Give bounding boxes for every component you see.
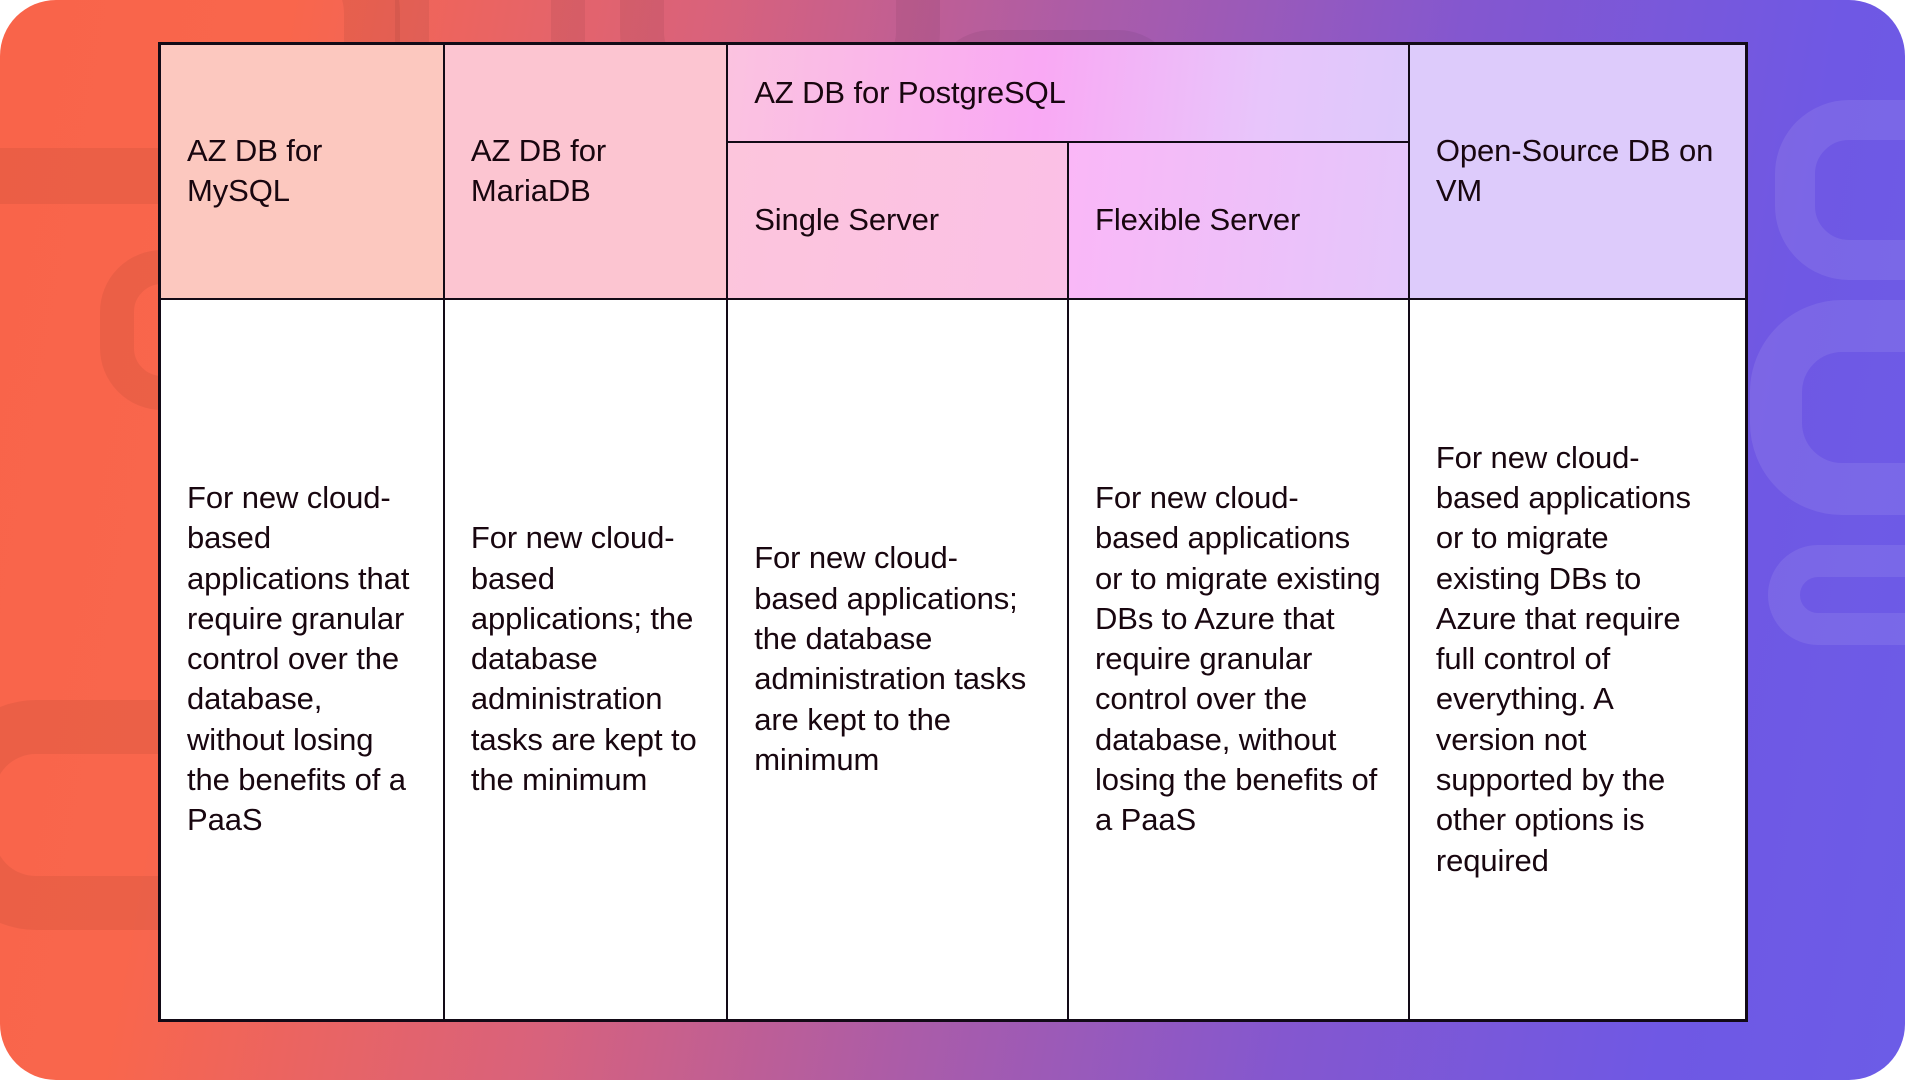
column-header-az-db-for-mariadb[interactable]: AZ DB for MariaDB [442,42,729,300]
cell-use-case-mariadb: For new cloud-based applications; the da… [442,297,729,1022]
decorative-rounded-rect [1775,100,1905,280]
column-header-flexible-server[interactable]: Flexible Server [1067,140,1410,300]
comparison-table-container: AZ DB for MySQL AZ DB for MariaDB AZ DB … [158,42,1748,1022]
table-header-row-primary: AZ DB for MySQL AZ DB for MariaDB AZ DB … [158,42,1748,300]
table-row: For new cloud-based applications that re… [158,297,1748,1022]
group-header-az-db-for-postgresql[interactable]: AZ DB for PostgreSQL [726,42,1410,143]
column-header-single-server[interactable]: Single Server [726,140,1070,300]
cell-use-case-mysql: For new cloud-based applications that re… [158,297,445,1022]
column-header-open-source-db-on-vm[interactable]: Open-Source DB on VM [1407,42,1748,300]
decorative-rounded-rect [1750,300,1905,515]
column-header-az-db-for-mysql[interactable]: AZ DB for MySQL [158,42,445,300]
table-header-row-secondary: Single Server Flexible Server [160,140,1747,300]
cell-use-case-postgres-flexible-server: For new cloud-based applications or to m… [1067,297,1410,1022]
database-comparison-table: AZ DB for MySQL AZ DB for MariaDB AZ DB … [158,42,1748,1022]
cell-use-case-open-source-db-on-vm: For new cloud-based applications or to m… [1407,297,1748,1022]
decorative-rounded-rect [1768,545,1905,645]
cell-use-case-postgres-single-server: For new cloud-based applications; the da… [726,297,1070,1022]
